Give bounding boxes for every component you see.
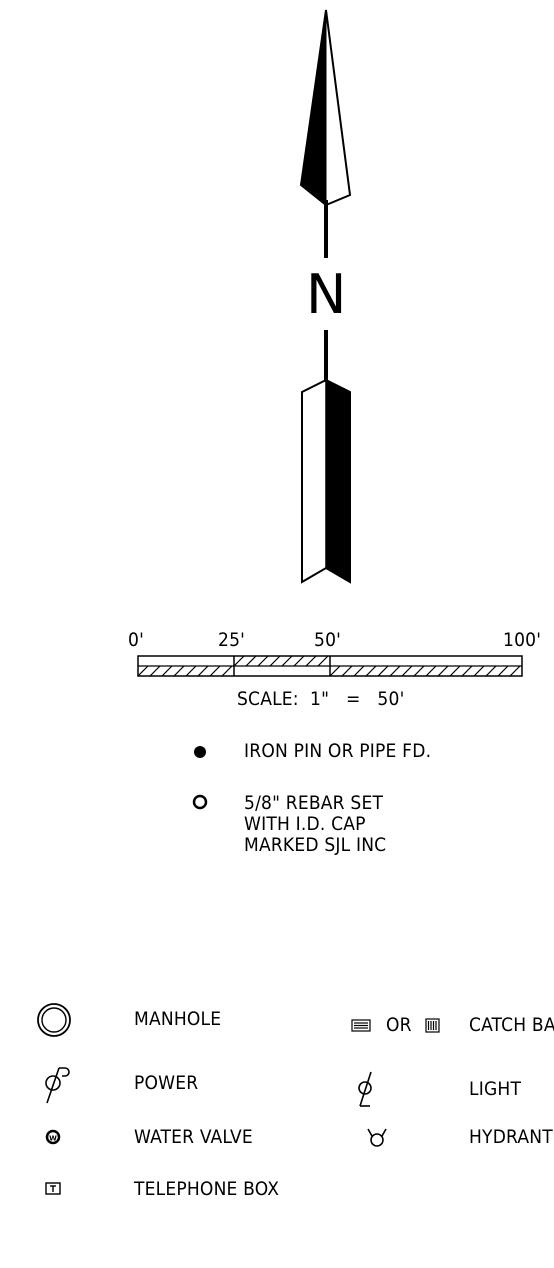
scale-tick-25: 25' — [218, 629, 246, 651]
telephone-box-icon — [45, 1182, 61, 1195]
scale-tick-0: 0' — [128, 629, 144, 651]
scale-bar-hatch-25-50 — [234, 656, 330, 666]
north-arrow-letter: N — [306, 263, 347, 326]
hydrant-icon — [367, 1128, 387, 1147]
legend-hydrant-label: HYDRANT — [469, 1126, 553, 1148]
legend-power-label: POWER — [134, 1072, 199, 1094]
scale-bar — [137, 655, 523, 677]
manhole-icon — [37, 1003, 71, 1037]
catch-basin-icon — [351, 1018, 440, 1033]
power-pole-icon — [45, 1067, 70, 1104]
light-pole-icon — [358, 1071, 372, 1107]
north-arrow-tail-shade — [325, 379, 351, 583]
svg-text:W: W — [49, 1135, 57, 1143]
legend-catch-basin-or: OR — [386, 1014, 412, 1036]
legend-catch-basin-label: CATCH BA — [469, 1014, 554, 1036]
legend-light-label: LIGHT — [469, 1078, 522, 1100]
north-arrow — [299, 9, 352, 584]
north-arrow-head-shade — [300, 9, 327, 207]
scale-tick-100: 100' — [503, 629, 542, 651]
scale-caption: SCALE: 1" = 50' — [237, 688, 405, 710]
legend-rebar-line-2: WITH I.D. CAP — [244, 813, 366, 835]
scale-tick-50: 50' — [314, 629, 342, 651]
open-circle-icon — [192, 794, 208, 810]
filled-dot-icon — [194, 746, 206, 758]
legend-manhole-label: MANHOLE — [134, 1008, 222, 1030]
scale-bar-hatch-0-25 — [138, 666, 234, 676]
legend-iron-pin-label: IRON PIN OR PIPE FD. — [244, 740, 432, 762]
legend-rebar-line-1: 5/8" REBAR SET — [244, 792, 384, 814]
legend-telephone-box-label: TELEPHONE BOX — [134, 1178, 280, 1200]
scale-bar-hatch-50-100 — [330, 666, 522, 676]
legend-rebar-line-3: MARKED SJL INC — [244, 834, 387, 856]
legend-water-valve-label: WATER VALVE — [134, 1126, 253, 1148]
water-valve-icon: W — [45, 1129, 61, 1145]
